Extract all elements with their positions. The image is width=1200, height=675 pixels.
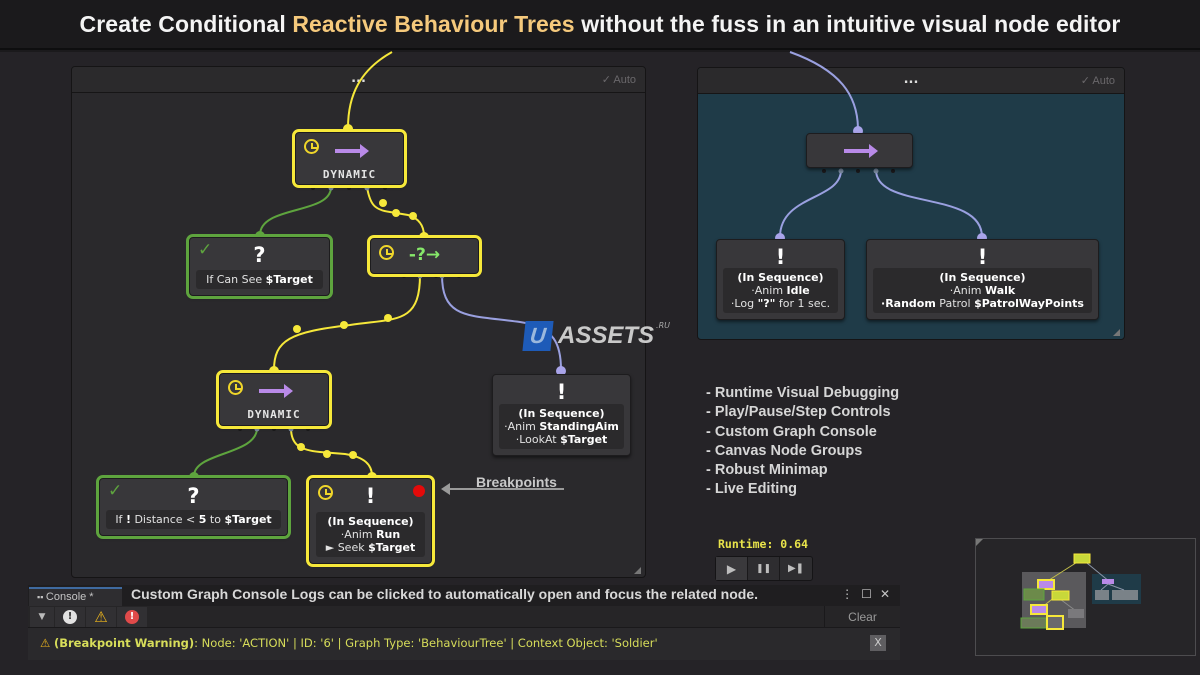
- window-controls: ⋮ ☐ ✕: [841, 587, 890, 601]
- console-tab-row: ▪▪ Console * Custom Graph Console Logs c…: [28, 585, 900, 606]
- step-button[interactable]: ▶❚: [780, 557, 812, 580]
- node-condition-can-see[interactable]: ✓ ? If Can See $Target: [186, 234, 333, 299]
- clock-icon: [304, 139, 319, 154]
- clear-button[interactable]: Clear: [824, 606, 900, 628]
- sequence-arrow-icon: [335, 144, 369, 158]
- playback-controls: ▶ ❚❚ ▶❚: [715, 556, 813, 581]
- auto-toggle[interactable]: ✓ Auto: [1080, 75, 1115, 87]
- warning-icon: ⚠: [40, 636, 51, 650]
- console-tab[interactable]: ▪▪ Console *: [29, 587, 122, 606]
- close-icon[interactable]: ✕: [879, 587, 890, 601]
- warning-filter-button[interactable]: ⚠: [86, 607, 116, 627]
- node-label: DYNAMIC: [322, 168, 377, 181]
- resize-handle-icon[interactable]: [634, 567, 641, 574]
- headline: Create Conditional Reactive Behaviour Tr…: [80, 11, 1121, 38]
- headline-bar: Create Conditional Reactive Behaviour Tr…: [0, 0, 1200, 50]
- console-icon: ▪▪: [37, 592, 46, 602]
- group-header[interactable]: ... ✓ Auto: [698, 68, 1124, 94]
- success-check-icon: ✓: [108, 481, 123, 501]
- pause-button[interactable]: ❚❚: [748, 557, 780, 580]
- play-button[interactable]: ▶: [716, 557, 748, 580]
- node-label: DYNAMIC: [247, 408, 301, 421]
- maximize-icon[interactable]: ☐: [861, 587, 872, 601]
- success-check-icon: ✓: [198, 240, 213, 260]
- action-icon: !: [775, 245, 786, 269]
- feature-item: - Runtime Visual Debugging: [706, 385, 900, 401]
- sequence-arrow-icon: [259, 384, 293, 398]
- action-icon: !: [556, 380, 567, 404]
- step-icon: ▶❚: [787, 563, 805, 574]
- breakpoints-annotation: Breakpoints: [476, 474, 557, 490]
- action-icon: !: [365, 484, 376, 508]
- clock-icon: [228, 380, 243, 395]
- collapse-toggle[interactable]: ▼: [30, 607, 54, 627]
- feature-item: - Live Editing: [706, 481, 798, 498]
- dismiss-log-button[interactable]: X: [870, 635, 886, 651]
- node-description: If Can See $Target: [196, 270, 323, 289]
- breakpoint-icon[interactable]: [413, 485, 425, 497]
- node-condition-distance[interactable]: ✓ ? If ! Distance < 5 to $Target: [96, 475, 291, 539]
- node-description: (In Sequence)·Anim Walk·Random Patrol $P…: [873, 268, 1092, 313]
- conditional-arrow-icon: -?→: [408, 245, 441, 265]
- clock-icon: [379, 245, 394, 260]
- node-action-idle[interactable]: ! (In Sequence)·Anim Idle·Log "?" for 1 …: [716, 239, 845, 320]
- info-icon: !: [63, 610, 77, 624]
- minimap[interactable]: [975, 538, 1196, 656]
- error-filter-button[interactable]: !: [117, 607, 147, 627]
- headline-highlight: Reactive Behaviour Trees: [292, 10, 575, 37]
- node-dynamic-mid[interactable]: DYNAMIC: [216, 370, 332, 429]
- feature-list: - Runtime Visual Debugging - Play/Pause/…: [706, 384, 899, 500]
- node-description: If ! Distance < 5 to $Target: [106, 510, 281, 529]
- resize-handle-icon[interactable]: [1113, 329, 1120, 336]
- sequence-arrow-icon: [844, 144, 878, 158]
- feature-item: - Play/Pause/Step Controls: [706, 404, 891, 421]
- group-menu-dots[interactable]: ...: [351, 71, 366, 86]
- node-reactive-selector[interactable]: -?→: [367, 235, 482, 277]
- node-action-walk[interactable]: ! (In Sequence)·Anim Walk·Random Patrol …: [866, 239, 1099, 320]
- node-description: (In Sequence)·Anim StandingAim·LookAt $T…: [499, 404, 624, 449]
- console-log-entry[interactable]: ⚠ (Breakpoint Warning): Node: 'ACTION' |…: [40, 636, 658, 650]
- minimap-preview: [1020, 553, 1141, 630]
- console-toolbar: ▼ ! ⚠ ! Clear: [28, 606, 900, 628]
- runtime-readout: Runtime: 0.64: [718, 537, 809, 551]
- feature-item: - Robust Minimap: [706, 462, 828, 479]
- watermark-text: ASSETS: [558, 322, 655, 349]
- node-action-aim[interactable]: ! (In Sequence)·Anim StandingAim·LookAt …: [492, 374, 631, 456]
- clock-icon: [318, 485, 333, 500]
- feature-item: - Canvas Node Groups: [706, 442, 863, 459]
- watermark-suffix: .RU: [656, 321, 670, 330]
- console-caption: Custom Graph Console Logs can be clicked…: [131, 586, 758, 602]
- headline-part1: Create Conditional: [79, 10, 293, 37]
- group-menu-dots[interactable]: ...: [903, 72, 919, 87]
- node-action-run[interactable]: ! (In Sequence)·Anim Run► Seek $Target: [306, 475, 435, 567]
- play-icon: ▶: [726, 561, 737, 576]
- feature-item: - Custom Graph Console: [706, 423, 877, 440]
- condition-icon: ?: [253, 243, 266, 267]
- pause-icon: ❚❚: [755, 563, 772, 574]
- group-header[interactable]: ... ✓ Auto: [72, 67, 645, 93]
- info-filter-button[interactable]: !: [55, 607, 85, 627]
- warning-icon: ⚠: [94, 608, 108, 626]
- error-icon: !: [125, 610, 139, 624]
- headline-part2: without the fuss in an intuitive visual …: [574, 10, 1121, 37]
- watermark-u: U: [522, 321, 554, 351]
- node-description: (In Sequence)·Anim Run► Seek $Target: [316, 512, 425, 557]
- condition-icon: ?: [187, 484, 200, 508]
- node-description: (In Sequence)·Anim Idle·Log "?" for 1 se…: [723, 268, 838, 313]
- watermark-logo: U ASSETS .RU: [522, 321, 670, 351]
- more-options-icon[interactable]: ⋮: [841, 587, 854, 601]
- arrow-left-icon: [441, 483, 564, 495]
- action-icon: !: [977, 245, 988, 269]
- minimap-corner-icon: [976, 539, 983, 546]
- graph-console: ▪▪ Console * Custom Graph Console Logs c…: [28, 585, 900, 660]
- auto-toggle[interactable]: ✓ Auto: [601, 74, 636, 86]
- node-dynamic-top[interactable]: DYNAMIC: [292, 129, 407, 188]
- node-sequence-right[interactable]: [806, 133, 913, 168]
